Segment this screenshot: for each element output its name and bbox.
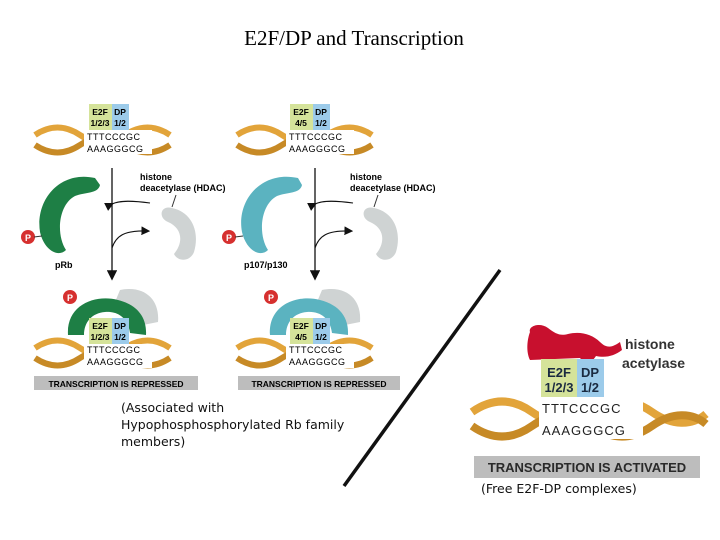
svg-text:4/5: 4/5 [295, 332, 307, 342]
dna-top-sequence-large: TTTCCCGC [542, 401, 622, 416]
hat-protein [527, 325, 622, 363]
caption-line: (Associated with [121, 400, 225, 415]
svg-text:DP: DP [315, 107, 327, 117]
svg-text:4/5: 4/5 [295, 118, 307, 128]
activated-banner [474, 456, 700, 478]
e2f-box-large [541, 359, 577, 397]
svg-text:DP: DP [114, 321, 126, 331]
svg-text:E2F: E2F [293, 321, 309, 331]
e2f-box [290, 104, 313, 130]
hdac-protein-bound [317, 289, 361, 326]
svg-text:DP: DP [581, 365, 599, 380]
caption-line: Hypophosphosphorylated Rb family [121, 417, 345, 432]
caption-associated: (Associated with Hypophosphosphorylated … [121, 399, 371, 450]
phospho-p-icon [21, 230, 35, 244]
hdac-sublabel: deacetylase (HDAC) [140, 183, 226, 193]
phospho-p-icon-bottom [264, 290, 278, 304]
page-title: E2F/DP and Transcription [244, 26, 464, 50]
e2f-label: E2F [92, 107, 108, 117]
hdac-label: histone [350, 172, 382, 182]
e2f-sublabel: 1/2/3 [91, 118, 110, 128]
repressed-text: TRANSCRIPTION IS REPRESSED [48, 379, 183, 389]
svg-text:P: P [226, 233, 232, 243]
p107-protein-bound [269, 298, 349, 335]
hdac-label: histone [140, 172, 172, 182]
prb-protein-bound [67, 298, 147, 335]
hdac-sublabel: deacetylase (HDAC) [350, 183, 436, 193]
hdac-protein [363, 207, 398, 260]
svg-text:AAAGGGCG: AAAGGGCG [289, 357, 346, 367]
caption-free: (Free E2F-DP complexes) [481, 481, 637, 496]
hat-label: histone [625, 336, 675, 352]
svg-text:1/2: 1/2 [581, 380, 599, 395]
hdac-protein [161, 207, 196, 260]
svg-text:P: P [268, 293, 274, 303]
svg-text:1/2/3: 1/2/3 [545, 380, 574, 395]
e2f-box [89, 104, 112, 130]
svg-text:AAAGGGCG: AAAGGGCG [289, 144, 346, 154]
svg-text:P: P [25, 233, 31, 243]
phospho-p-icon [222, 230, 236, 244]
pocket-protein-label: pRb [55, 260, 73, 270]
svg-text:1/2/3: 1/2/3 [91, 332, 110, 342]
dp-label: DP [114, 107, 126, 117]
svg-text:1/2: 1/2 [315, 118, 327, 128]
repressed-banner [238, 376, 400, 390]
pocket-protein-label: p107/p130 [244, 260, 288, 270]
activated-text: TRANSCRIPTION IS ACTIVATED [488, 460, 686, 475]
dp-box [313, 104, 330, 130]
svg-text:TTTCCCGC: TTTCCCGC [289, 132, 343, 142]
svg-text:P: P [67, 293, 73, 303]
hat-sublabel: acetylase [622, 355, 685, 371]
svg-text:E2F: E2F [293, 107, 309, 117]
svg-text:AAAGGGCG: AAAGGGCG [87, 357, 144, 367]
e2f-box-bottom [89, 318, 112, 344]
panel-prb: E2F 1/2/3 DP 1/2 TTTCCCGC AAAGGGCG P pRb… [21, 104, 226, 390]
repressed-banner [34, 376, 198, 390]
dp-box [112, 104, 129, 130]
dna-bottom-sequence-large: AAAGGGCG [542, 423, 626, 438]
svg-text:TTTCCCGC: TTTCCCGC [289, 345, 343, 355]
svg-text:DP: DP [315, 321, 327, 331]
svg-text:E2F: E2F [92, 321, 108, 331]
svg-text:1/2: 1/2 [114, 332, 126, 342]
dp-sublabel: 1/2 [114, 118, 126, 128]
repressed-text: TRANSCRIPTION IS REPRESSED [251, 379, 386, 389]
p107-protein [241, 176, 302, 254]
svg-text:TTTCCCGC: TTTCCCGC [87, 345, 141, 355]
panel-p107-p130: E2F 4/5 DP 1/2 TTTCCCGC AAAGGGCG P p107/… [222, 104, 436, 390]
caption-line: members) [121, 434, 186, 449]
panel-activated: histone acetylase E2F 1/2/3 DP 1/2 TTTCC… [469, 325, 709, 478]
dp-box-large [577, 359, 604, 397]
hdac-protein-bound [115, 289, 159, 326]
svg-text:E2F: E2F [547, 365, 571, 380]
phospho-p-icon-bottom [63, 290, 77, 304]
dna-top-sequence: TTTCCCGC [87, 132, 141, 142]
dp-box-bottom [112, 318, 129, 344]
prb-protein [39, 176, 100, 254]
dna-bottom-sequence: AAAGGGCG [87, 144, 144, 154]
svg-text:1/2: 1/2 [315, 332, 327, 342]
divider-line [342, 268, 502, 488]
